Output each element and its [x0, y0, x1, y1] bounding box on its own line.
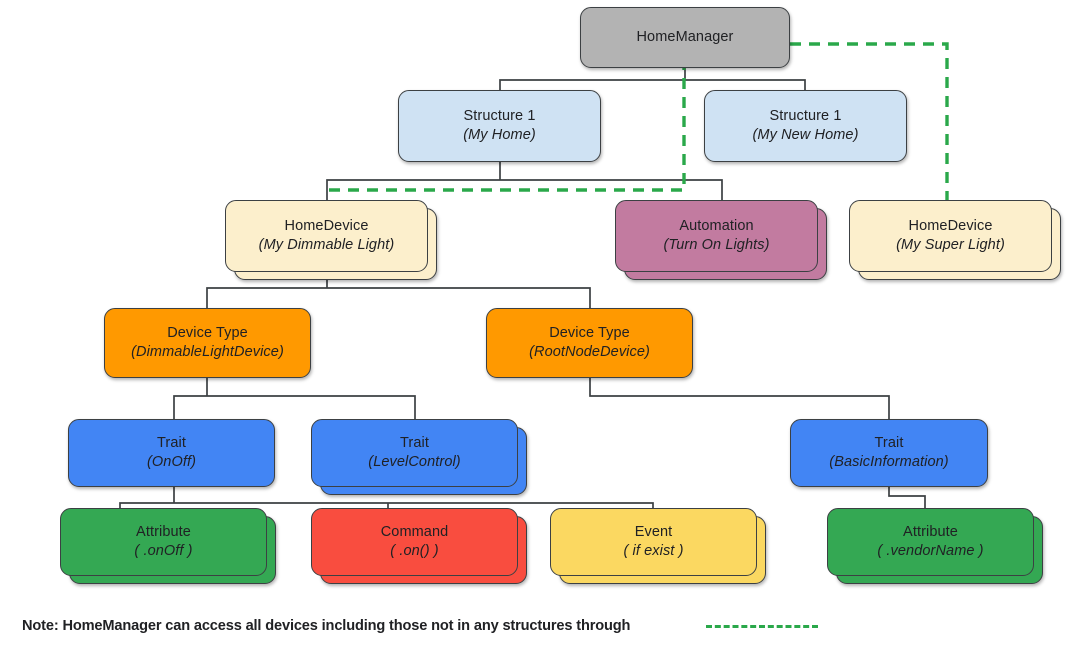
node-trait-basicinformation-line1: Trait [874, 435, 904, 452]
node-trait-onoff[interactable]: Trait (OnOff) [68, 419, 275, 487]
node-device-dimmable-line1: HomeDevice [284, 218, 369, 235]
node-automation-line2: (Turn On Lights) [663, 237, 770, 253]
node-device-super-line1: HomeDevice [908, 218, 993, 235]
edge-homedevice-devicetypes [206, 271, 591, 309]
node-command-on-line1: Command [380, 524, 449, 541]
node-trait-levelcontrol-line2: (LevelControl) [368, 454, 461, 470]
dashed-access-to-dimmable-light [325, 40, 686, 192]
node-structure-my-new-home-line1: Structure 1 [769, 108, 842, 125]
node-home-manager[interactable]: HomeManager [580, 7, 790, 68]
node-trait-levelcontrol[interactable]: Trait (LevelControl) [311, 419, 518, 487]
node-automation[interactable]: Automation (Turn On Lights) [615, 200, 818, 272]
node-device-type-rootnode-line1: Device Type [549, 325, 630, 342]
node-device-type-dimmable-line1: Device Type [167, 325, 248, 342]
footer-note-text: Note: HomeManager can access all devices… [22, 618, 631, 634]
node-device-type-dimmable[interactable]: Device Type (DimmableLightDevice) [104, 308, 311, 378]
node-structure-my-home-line2: (My Home) [463, 127, 536, 143]
node-device-type-rootnode-line2: (RootNodeDevice) [529, 344, 650, 360]
footer-note: Note: HomeManager can access all devices… [22, 618, 1052, 634]
node-attribute-vendorname[interactable]: Attribute ( .vendorName ) [827, 508, 1034, 576]
node-structure-my-new-home-line2: (My New Home) [752, 127, 859, 143]
node-device-type-rootnode[interactable]: Device Type (RootNodeDevice) [486, 308, 693, 378]
node-command-on[interactable]: Command ( .on() ) [311, 508, 518, 576]
node-structure-my-new-home[interactable]: Structure 1 (My New Home) [704, 90, 907, 162]
edge-dt-dimmable-traits [173, 377, 416, 420]
edge-trait-basicinfo-attribute [888, 486, 926, 509]
edge-traits-members [119, 486, 654, 509]
node-event-if-exist-line2: ( if exist ) [623, 543, 684, 559]
node-event-if-exist[interactable]: Event ( if exist ) [550, 508, 757, 576]
node-device-super-line2: (My Super Light) [896, 237, 1005, 253]
node-trait-basicinformation-line2: (BasicInformation) [829, 454, 949, 470]
dashed-access-to-super-light [790, 42, 949, 200]
node-event-if-exist-line1: Event [634, 524, 673, 541]
node-structure-my-home-line1: Structure 1 [463, 108, 536, 125]
node-trait-onoff-line2: (OnOff) [146, 454, 197, 470]
node-device-type-dimmable-line2: (DimmableLightDevice) [131, 344, 284, 360]
node-structure-my-home[interactable]: Structure 1 (My Home) [398, 90, 601, 162]
node-command-on-line2: ( .on() ) [390, 543, 439, 559]
edge-dt-rootnode-trait [589, 377, 890, 420]
edge-structure-children [326, 161, 723, 201]
node-device-dimmable[interactable]: HomeDevice (My Dimmable Light) [225, 200, 428, 272]
node-attribute-vendorname-line2: ( .vendorName ) [877, 543, 984, 559]
node-trait-onoff-line1: Trait [157, 435, 186, 452]
node-trait-basicinformation[interactable]: Trait (BasicInformation) [790, 419, 988, 487]
node-attribute-vendorname-line1: Attribute [903, 524, 958, 541]
node-automation-line1: Automation [679, 218, 754, 235]
node-attribute-onoff-line1: Attribute [136, 524, 191, 541]
node-device-super[interactable]: HomeDevice (My Super Light) [849, 200, 1052, 272]
edge-homemanager-structures [499, 67, 806, 91]
node-device-dimmable-line2: (My Dimmable Light) [258, 237, 395, 253]
dashed-line-legend-icon [706, 624, 819, 628]
node-attribute-onoff[interactable]: Attribute ( .onOff ) [60, 508, 267, 576]
node-attribute-onoff-line2: ( .onOff ) [134, 543, 193, 559]
node-home-manager-line1: HomeManager [636, 29, 734, 46]
node-trait-levelcontrol-line1: Trait [400, 435, 429, 452]
